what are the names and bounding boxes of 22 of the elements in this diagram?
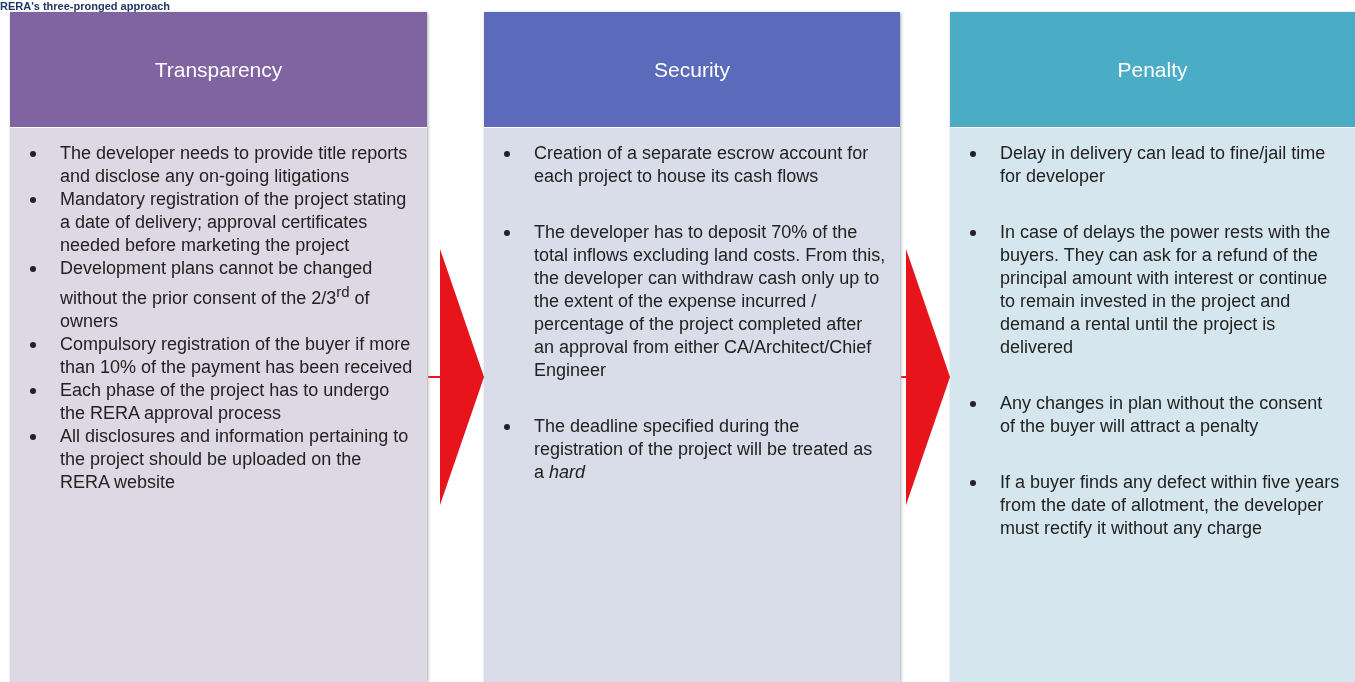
bullet-text: All disclosures and information pertaining to the project should be uploaded on the RERA website: [60, 426, 409, 492]
bullet-text: Any changes in plan without the consent of the buyer will attract a penalty: [1000, 393, 1323, 436]
bullet-text: Each phase of the project has to undergo the RERA approval process: [60, 380, 390, 423]
bullet-text: If a buyer finds any defect within five years from the date of allotment, the developer must rectify it without any charge: [1000, 472, 1340, 538]
column-card: [484, 12, 900, 682]
column-heading: Penalty: [950, 12, 1355, 127]
bullet-text: Compulsory registration of the buyer if more than 10% of the payment has been received: [60, 334, 413, 377]
bullet-text: Creation of a separate escrow account for each project to house its cash flows: [534, 143, 869, 186]
column-card: [950, 12, 1355, 682]
bullet-text: The developer needs to provide title reports and disclose any on-going litigations: [60, 143, 408, 186]
column-card: [10, 12, 427, 682]
bullet-text: In case of delays the power rests with the buyers. They can ask for a refund of the principal amount with interest or continue to remain invested in the project and demand a rental until the project is delivered: [1000, 222, 1331, 357]
bullet-text: Mandatory registration of the project stating a date of delivery; approval certificates needed before marketing the project: [60, 189, 407, 255]
bullet-text: The deadline specified during the registration of the project will be treated as a hard: [534, 416, 873, 482]
bullet-text: Development plans cannot be changed without the prior consent of the 2/3$^{rd}$ of owners: [60, 258, 373, 331]
column-heading: Transparency: [10, 12, 427, 127]
chevron-arrow: [900, 249, 951, 505]
bullet-text: The developer has to deposit 70% of the total inflows excluding land costs. From this, the developer can withdraw cash only up to the extent of the expense incurred / percentage of the project completed after an approval from either CA/Architect/Chief Engineer: [534, 222, 886, 380]
column-heading: Security: [484, 12, 900, 127]
chevron-arrow: [427, 249, 485, 505]
diagram-title: RERA's three-pronged approach: [0, 0, 171, 12]
bullet-text: Delay in delivery can lead to fine/jail time for developer: [1000, 143, 1326, 186]
